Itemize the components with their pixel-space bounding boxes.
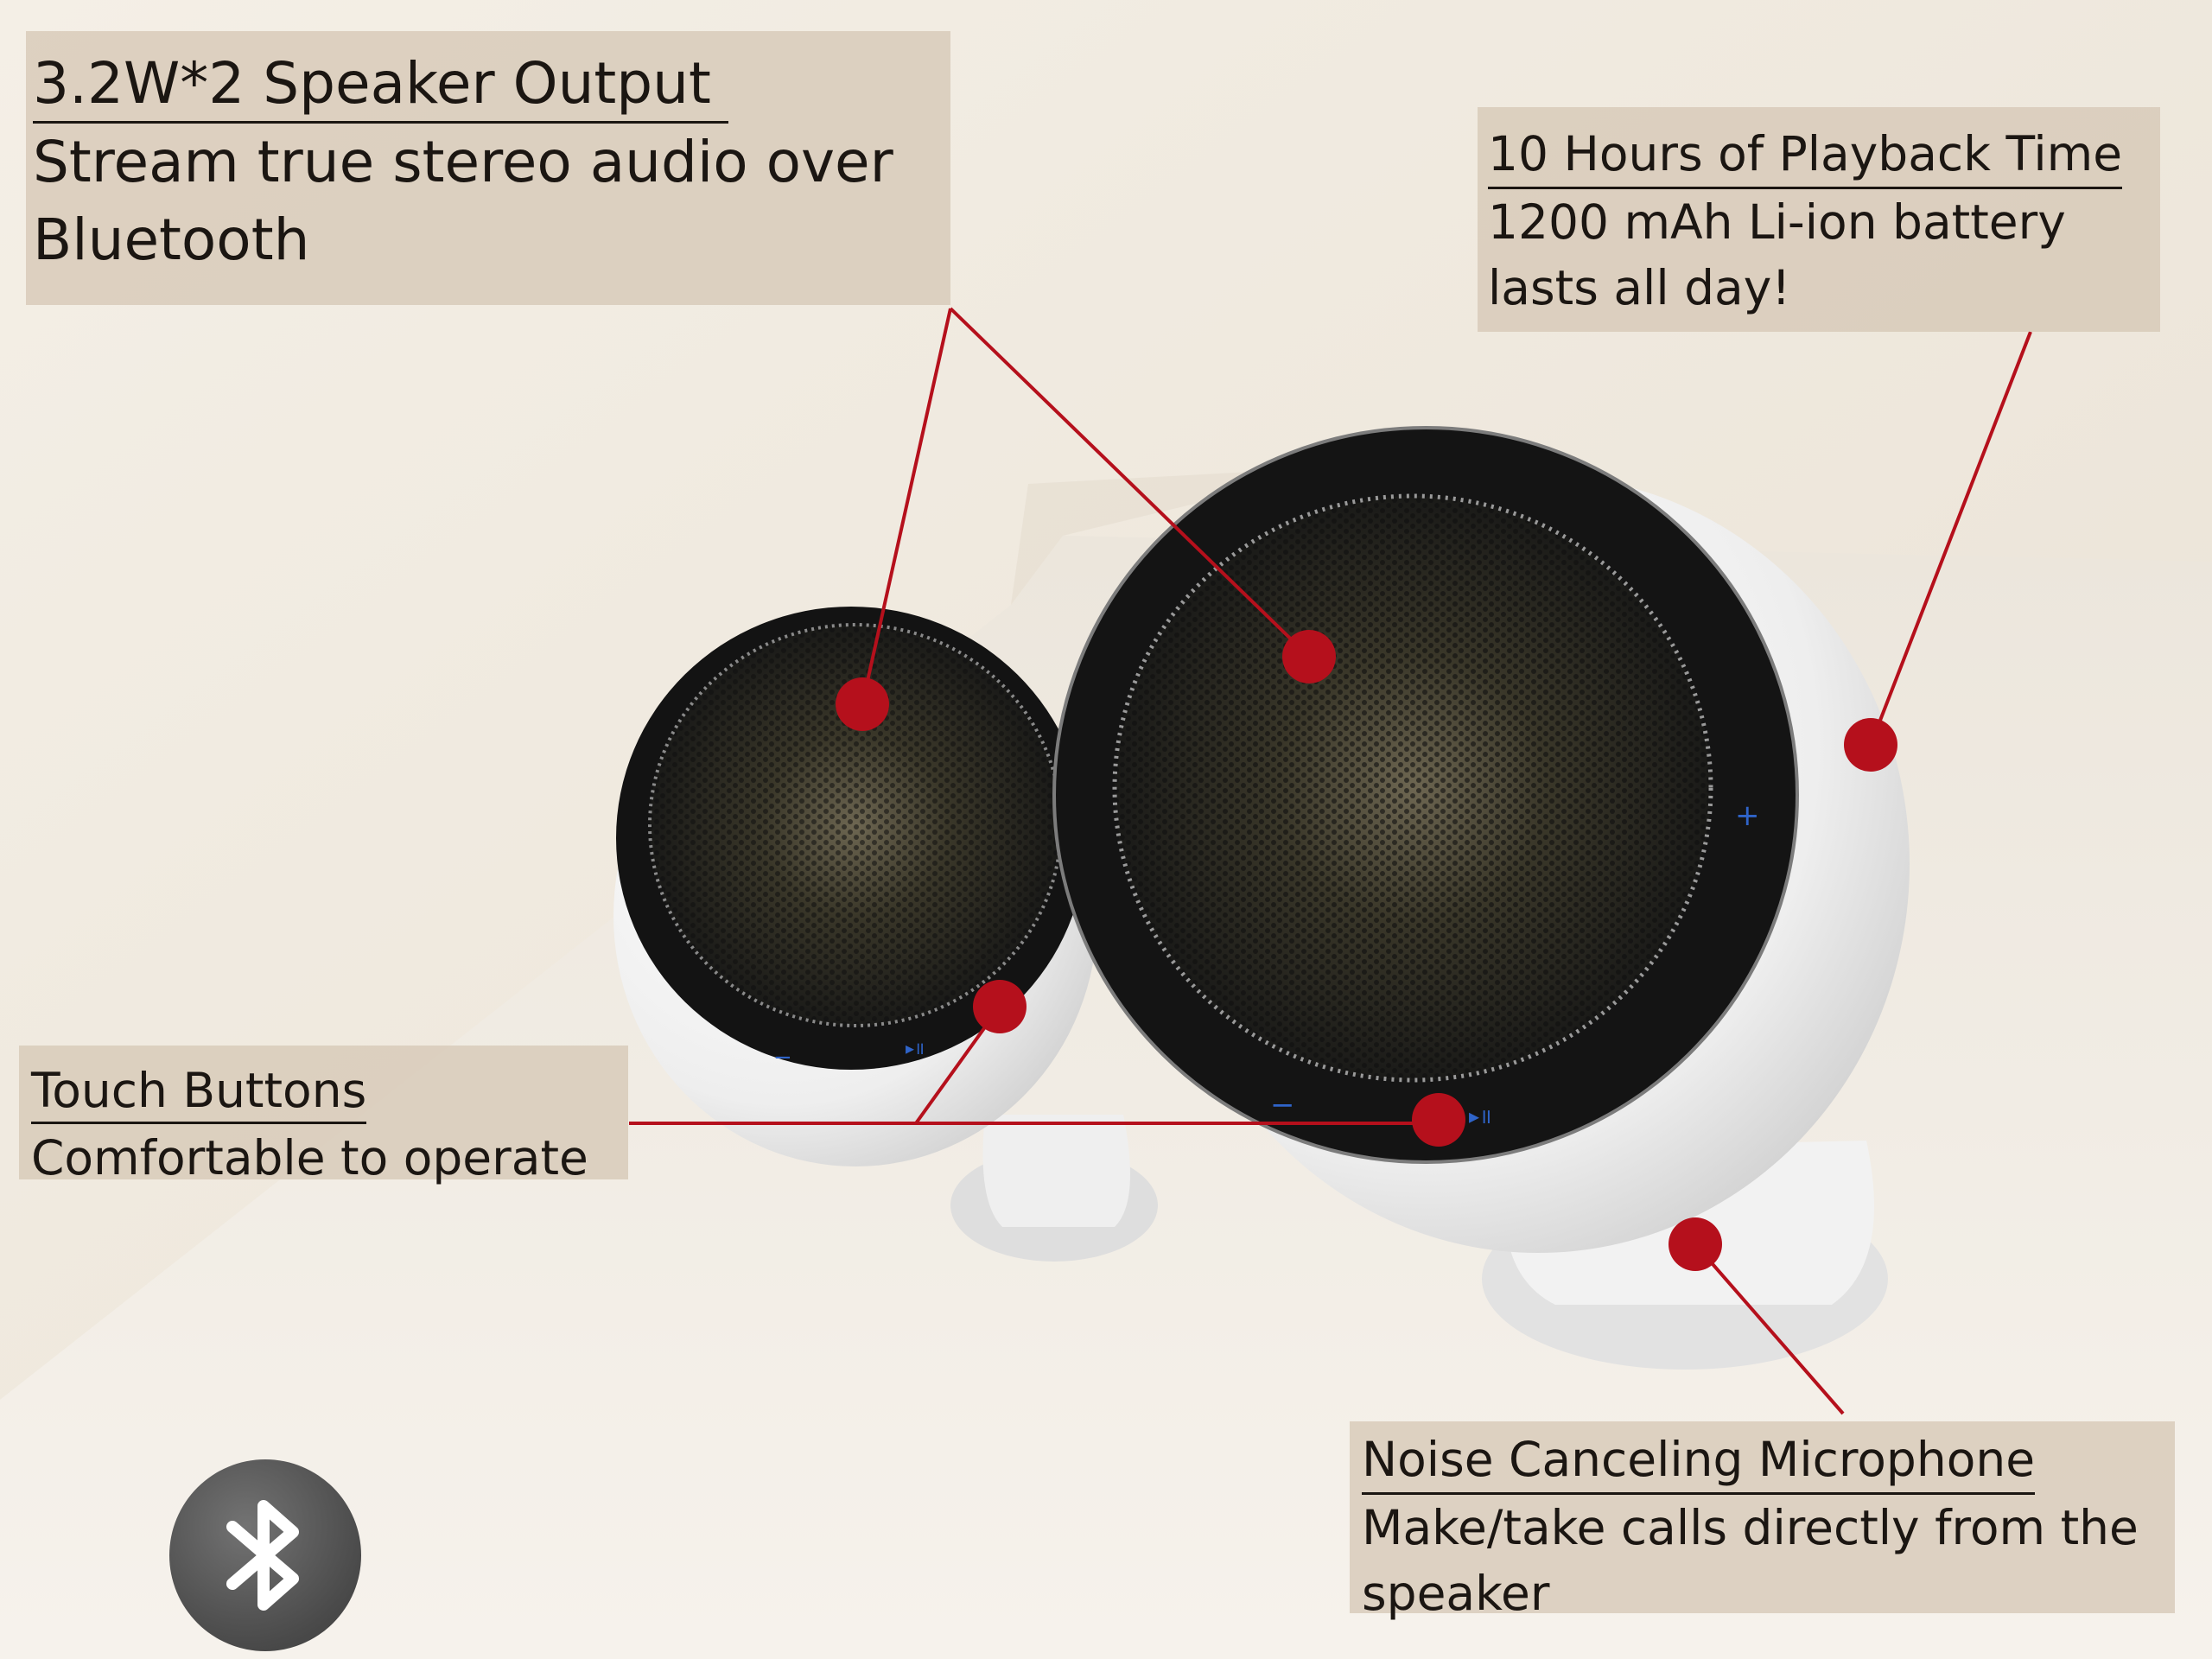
callout-body: Stream true stereo audio over Bluetooth — [33, 129, 893, 273]
marker-dot — [1412, 1093, 1465, 1147]
callout-heading: Noise Canceling Microphone — [1362, 1430, 2036, 1495]
callout-touch-buttons: Touch Buttons Comfortable to operate — [19, 1046, 628, 1185]
callout-body: Comfortable to operate — [31, 1130, 588, 1185]
callout-heading: 3.2W*2 Speaker Output — [33, 50, 728, 124]
large-speaker: + − ▸॥ — [1052, 426, 1910, 1370]
small-speaker: − ▸॥ — [613, 607, 1158, 1262]
svg-text:−: − — [773, 1045, 792, 1071]
bluetooth-icon — [226, 1500, 299, 1611]
callout-battery: 10 Hours of Playback Time 1200 mAh Li-io… — [1478, 107, 2160, 332]
callout-microphone: Noise Canceling Microphone Make/take cal… — [1350, 1421, 2175, 1621]
wall-corner-shadow — [1011, 467, 1348, 605]
bluetooth-badge — [169, 1459, 361, 1651]
callout-heading: 10 Hours of Playback Time — [1488, 124, 2123, 189]
marker-dot — [836, 677, 889, 731]
callout-speaker-output: 3.2W*2 Speaker Output Stream true stereo… — [26, 31, 950, 305]
svg-text:−: − — [1270, 1088, 1295, 1122]
svg-text:+: + — [1735, 798, 1760, 833]
marker-dot — [1669, 1217, 1722, 1271]
marker-dot — [1844, 718, 1897, 772]
callout-heading: Touch Buttons — [31, 1063, 367, 1124]
marker-dot — [1282, 630, 1336, 683]
callout-body: 1200 mAh Li-ion battery lasts all day! — [1488, 194, 2066, 315]
svg-text:▸॥: ▸॥ — [906, 1038, 925, 1058]
callout-body: Make/take calls directly from the speake… — [1362, 1500, 2139, 1621]
marker-dot — [973, 980, 1027, 1033]
svg-text:▸॥: ▸॥ — [1469, 1104, 1491, 1128]
